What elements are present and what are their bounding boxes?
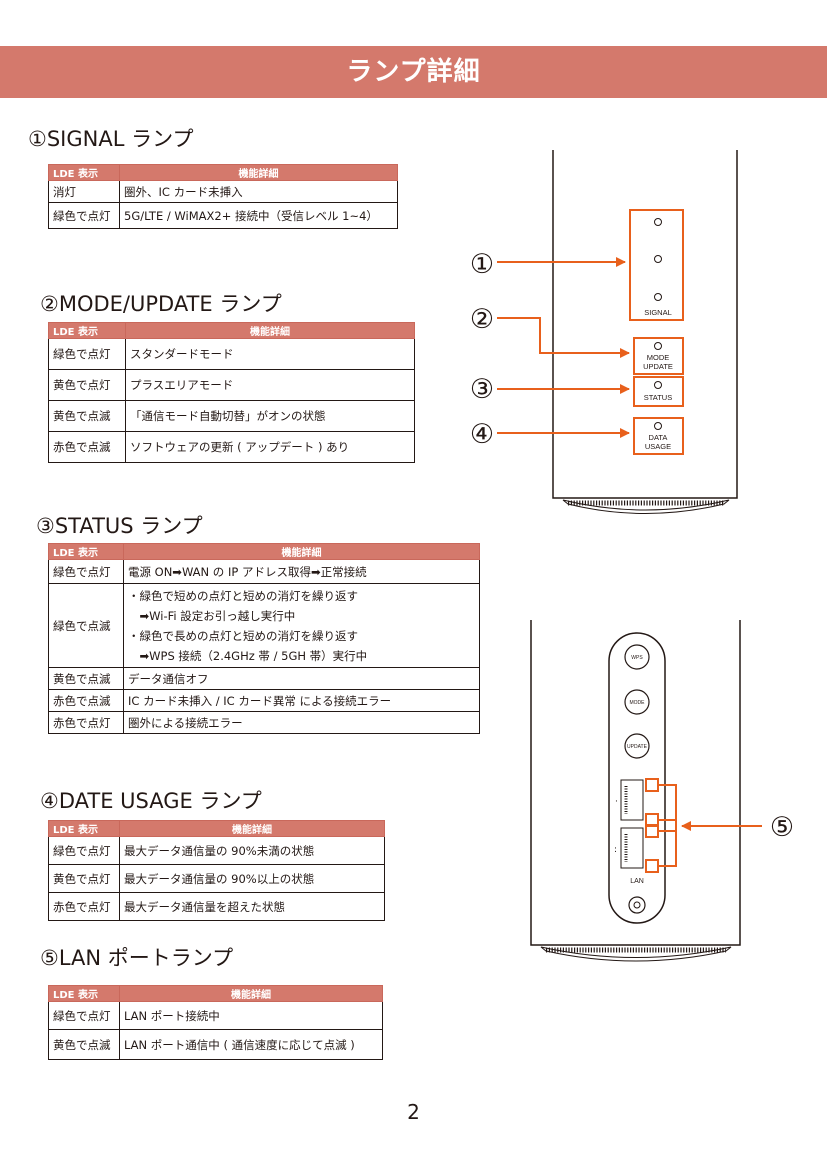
table-row: 緑色で点灯 最大データ通信量の 90%未満の状態 bbox=[48, 836, 385, 865]
table-row: 黄色で点灯 最大データ通信量の 90%以上の状態 bbox=[48, 864, 385, 893]
status-lamp-box: STATUS bbox=[633, 376, 684, 407]
update-button: UPDATE bbox=[624, 733, 650, 759]
svg-text:·: · bbox=[615, 797, 618, 807]
section-title-data-usage: ④DATE USAGE ランプ bbox=[40, 789, 262, 813]
table-header: LDE 表示 機能詳細 bbox=[48, 985, 383, 1002]
table-header: LDE 表示 機能詳細 bbox=[48, 322, 415, 339]
data-label: DATA bbox=[649, 433, 668, 442]
lan-port-lamp-table: LDE 表示 機能詳細 緑色で点灯 LAN ポート接続中 黄色で点滅 LAN ポ… bbox=[48, 985, 383, 1060]
update-label: UPDATE bbox=[643, 362, 673, 371]
signal-label: SIGNAL bbox=[644, 308, 672, 317]
mode-update-lamp-table: LDE 表示 機能詳細 緑色で点灯 スタンダードモード 黄色で点灯 プラスエリア… bbox=[48, 322, 415, 463]
callout-1: ① bbox=[470, 249, 494, 280]
data-usage-lamp-table: LDE 表示 機能詳細 緑色で点灯 最大データ通信量の 90%未満の状態 黄色で… bbox=[48, 820, 385, 921]
table-row: 赤色で点灯 圏外による接続エラー bbox=[48, 711, 480, 734]
mode-button: MODE bbox=[624, 689, 650, 715]
svg-text:MODE: MODE bbox=[630, 700, 646, 706]
table-row: 緑色で点灯 5G/LTE / WiMAX2+ 接続中（受信レベル 1~4） bbox=[48, 202, 398, 229]
back-device-illustration: WPS MODE UPDATE · : LAN bbox=[530, 620, 794, 962]
callout-5: ⑤ bbox=[770, 812, 794, 843]
section-title-lan-port: ⑤LAN ポートランプ bbox=[40, 946, 234, 970]
svg-text::: : bbox=[614, 845, 617, 855]
table-header: LDE 表示 機能詳細 bbox=[48, 820, 385, 837]
lan-port-1: · bbox=[615, 779, 644, 821]
status-label: STATUS bbox=[644, 393, 672, 402]
callout-4: ④ bbox=[470, 419, 494, 450]
lan-label: LAN bbox=[630, 878, 644, 885]
callout-2: ② bbox=[470, 304, 494, 335]
page-banner: ランプ詳細 bbox=[0, 46, 827, 98]
page-number: 2 bbox=[407, 1100, 420, 1124]
section-title-mode-update: ②MODE/UPDATE ランプ bbox=[40, 292, 282, 316]
back-panel bbox=[608, 632, 666, 924]
table-row: 緑色で点滅 ・緑色で短めの点灯と短めの消灯を繰り返す ➡Wi-Fi 設定お引っ越… bbox=[48, 583, 480, 668]
mode-label: MODE bbox=[647, 353, 670, 362]
table-row: 黄色で点滅 LAN ポート通信中 ( 通信速度に応じて点滅 ) bbox=[48, 1029, 383, 1060]
signal-lamp-table: LDE 表示 機能詳細 消灯 圏外、IC カード未挿入 緑色で点灯 5G/LTE… bbox=[48, 164, 398, 229]
usage-label: USAGE bbox=[645, 442, 671, 451]
front-device-illustration: SIGNAL MODE UPDATE STATUS DATA USAGE ① ②… bbox=[470, 150, 738, 514]
wps-button: WPS bbox=[624, 644, 650, 670]
data-usage-lamp-box: DATA USAGE bbox=[633, 417, 684, 455]
section-title-status: ③STATUS ランプ bbox=[36, 514, 203, 538]
mode-update-lamp-box: MODE UPDATE bbox=[633, 337, 684, 375]
lan-lamp-boxes bbox=[645, 778, 677, 873]
callout-3: ③ bbox=[470, 374, 494, 405]
table-row: 黄色で点滅 データ通信オフ bbox=[48, 667, 480, 690]
lan-port-2: : bbox=[614, 827, 644, 869]
svg-text:WPS: WPS bbox=[631, 655, 643, 661]
section-title-signal: ①SIGNAL ランプ bbox=[28, 127, 194, 151]
table-row: 黄色で点灯 プラスエリアモード bbox=[48, 369, 415, 401]
svg-text:UPDATE: UPDATE bbox=[627, 744, 648, 750]
signal-lamp-box: SIGNAL bbox=[629, 209, 684, 321]
page-title: ランプ詳細 bbox=[346, 57, 481, 87]
table-row: 赤色で点滅 ソフトウェアの更新 ( アップデート ) あり bbox=[48, 431, 415, 463]
power-port bbox=[628, 896, 646, 914]
table-row: 赤色で点灯 最大データ通信量を超えた状態 bbox=[48, 892, 385, 921]
status-lamp-table: LDE 表示 機能詳細 緑色で点灯 電源 ON➡WAN の IP アドレス取得➡… bbox=[48, 543, 480, 734]
arrow-2 bbox=[497, 317, 630, 358]
